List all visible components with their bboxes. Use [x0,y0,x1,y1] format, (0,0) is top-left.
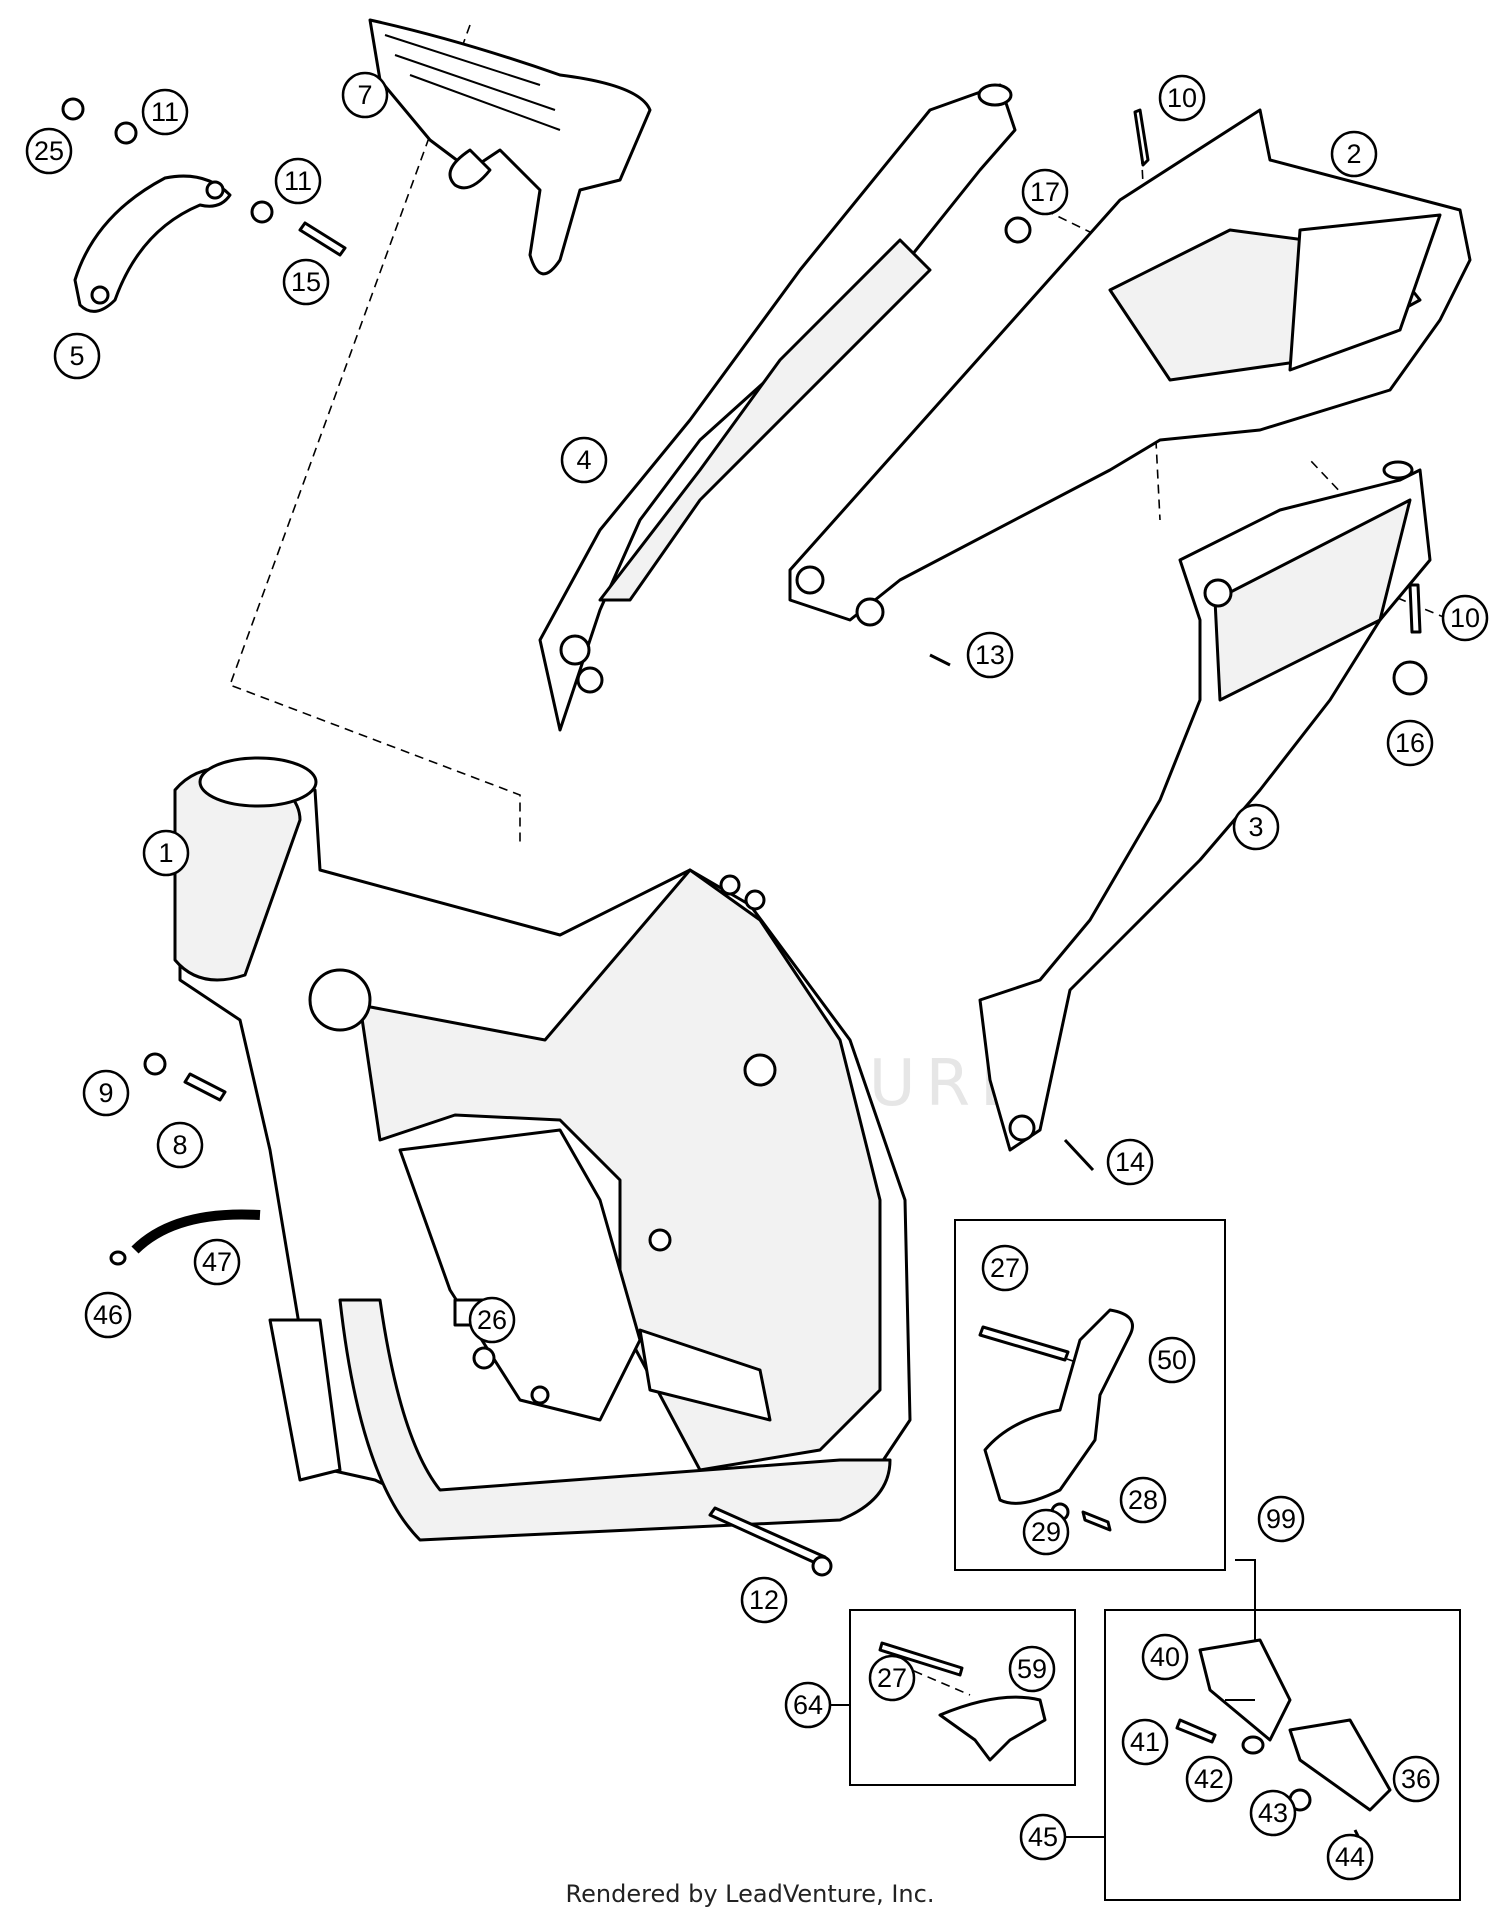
callout-13: 13 [966,631,1014,679]
callout-1: 1 [142,829,190,877]
callout-36: 36 [1392,1755,1440,1803]
svg-text:36: 36 [1401,1764,1431,1794]
svg-text:11: 11 [284,166,312,196]
footrest-assembly-45 [1104,1609,1461,1901]
callout-12: 12 [740,1576,788,1624]
callout-64: 64 [784,1681,832,1729]
svg-text:99: 99 [1266,1504,1296,1534]
callout-47: 47 [193,1238,241,1286]
svg-text:44: 44 [1335,1842,1365,1872]
callout-16: 16 [1386,719,1434,767]
callout-43: 43 [1249,1789,1297,1837]
svg-text:59: 59 [1017,1654,1047,1684]
callout-14: 14 [1106,1138,1154,1186]
callout-17: 17 [1021,168,1069,216]
svg-text:26: 26 [477,1305,507,1335]
svg-text:16: 16 [1395,728,1425,758]
svg-text:46: 46 [93,1300,123,1330]
side-panel-part-3 [978,460,1432,1152]
callout-7: 7 [341,71,389,119]
svg-text:41: 41 [1130,1727,1160,1757]
callout-connectors [830,1699,1255,1838]
callout-28: 28 [1119,1476,1167,1524]
svg-text:47: 47 [202,1247,232,1277]
callout-44: 44 [1326,1833,1374,1881]
callout-46: 46 [84,1291,132,1339]
callout-5: 5 [53,332,101,380]
small-parts [61,97,1428,1577]
callout-10-right: 10 [1441,594,1489,642]
svg-text:1: 1 [158,838,173,868]
svg-text:64: 64 [793,1690,823,1720]
callout-3: 3 [1232,803,1280,851]
callout-11-top: 11 [141,88,189,136]
callout-40: 40 [1141,1633,1189,1681]
callout-42: 42 [1185,1755,1233,1803]
main-frame-part-1 [173,756,912,1542]
svg-text:40: 40 [1150,1642,1180,1672]
svg-text:10: 10 [1167,83,1197,113]
svg-text:17: 17 [1030,177,1060,207]
svg-text:2: 2 [1346,139,1361,169]
callout-8: 8 [156,1121,204,1169]
side-panel-part-4 [538,83,1017,732]
callout-11-mid: 11 [274,157,322,205]
callout-25: 25 [25,127,73,175]
svg-text:13: 13 [975,640,1005,670]
svg-text:4: 4 [576,445,591,475]
callouts: 1 2 3 4 5 7 8 9 10 10 11 11 12 13 14 15 … [25,71,1489,1881]
callout-29: 29 [1022,1508,1070,1556]
svg-text:43: 43 [1258,1798,1288,1828]
svg-text:11: 11 [151,97,179,127]
callout-15: 15 [282,258,330,306]
callout-27-lower: 27 [868,1654,916,1702]
svg-text:45: 45 [1028,1822,1058,1852]
callout-4: 4 [560,436,608,484]
skid-part-7 [368,18,652,276]
callout-59: 59 [1008,1645,1056,1693]
callout-10-top: 10 [1158,74,1206,122]
svg-text:5: 5 [69,341,84,371]
svg-text:27: 27 [990,1253,1020,1283]
callout-41: 41 [1121,1718,1169,1766]
subframe-part-2 [788,108,1472,627]
chain-slider-assembly-64 [849,1609,1076,1786]
callout-9: 9 [82,1069,130,1117]
svg-text:27: 27 [877,1663,907,1693]
callout-50: 50 [1148,1336,1196,1384]
svg-text:7: 7 [357,80,372,110]
svg-text:14: 14 [1115,1147,1145,1177]
svg-text:28: 28 [1128,1485,1158,1515]
svg-text:25: 25 [34,136,64,166]
svg-text:3: 3 [1248,812,1263,842]
svg-text:10: 10 [1450,603,1480,633]
callout-2: 2 [1330,130,1378,178]
svg-text:9: 9 [98,1078,113,1108]
footer-credit: Rendered by LeadVenture, Inc. [565,1880,935,1908]
svg-text:29: 29 [1031,1517,1061,1547]
callout-45: 45 [1019,1813,1067,1861]
svg-text:12: 12 [749,1585,779,1615]
svg-text:15: 15 [291,267,321,297]
svg-text:42: 42 [1194,1764,1224,1794]
bracket-part-5 [73,174,232,313]
callout-27-upper: 27 [981,1244,1029,1292]
svg-text:50: 50 [1157,1345,1187,1375]
callout-26: 26 [468,1296,516,1344]
svg-text:8: 8 [172,1130,187,1160]
callout-99: 99 [1257,1495,1305,1543]
